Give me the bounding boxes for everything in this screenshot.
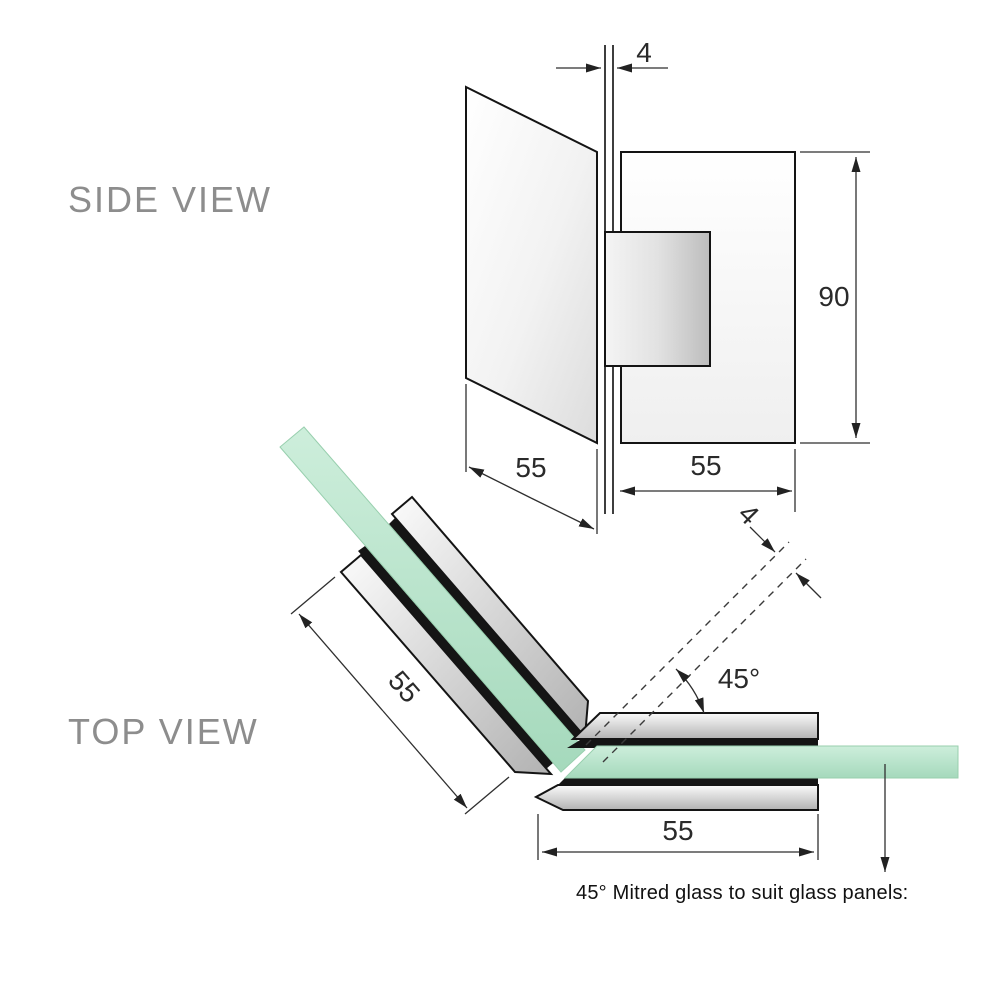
side-view-label: SIDE VIEW	[68, 179, 272, 220]
dim-arrow-line	[530, 497, 595, 530]
horizontal-glass-panel	[563, 745, 959, 779]
dim-value-glass-width: 55	[515, 452, 546, 483]
dim-value-plate-width: 55	[690, 450, 721, 481]
horizontal-lower-clamp-plate	[533, 784, 819, 811]
side-dim-glass-thickness: 4	[556, 37, 668, 73]
side-dim-plate-height: 90	[800, 151, 870, 444]
dim-arrow-line	[749, 526, 776, 553]
dim-extension-line	[290, 576, 336, 615]
diagonal-upper-gasket	[389, 518, 582, 739]
dim-arrow-line	[298, 613, 384, 712]
dim-extension-line	[464, 776, 510, 815]
dim-arrow-line	[382, 710, 468, 809]
dim-value-angle: 45°	[718, 663, 760, 694]
side-glass-panel	[465, 85, 598, 445]
dim-value-glass-thickness: 4	[636, 37, 652, 68]
dim-arrow-line	[468, 466, 532, 499]
top-dim-glass-thickness: 4	[732, 498, 822, 599]
side-view: SIDE VIEW 4 90 55	[68, 37, 870, 534]
diagonal-glass-panel	[279, 426, 586, 773]
top-dim-angle: 45°	[675, 663, 760, 714]
diagonal-upper-clamp-plate	[390, 495, 590, 740]
dim-value-glass-thickness: 4	[732, 498, 765, 531]
dim-arrow-line	[795, 572, 822, 599]
side-dim-plate-width: 55	[620, 449, 796, 512]
diagonal-lower-clamp-plate	[339, 553, 554, 776]
side-dim-glass-width: 55	[465, 384, 598, 534]
dim-value-clamp-diagonal: 55	[382, 665, 426, 709]
mitre-extension-dashed-line	[602, 558, 807, 763]
top-view: TOP VIEW 4 45°	[68, 426, 959, 904]
diagonal-lower-gasket	[358, 546, 553, 769]
mitre-extension-dashed-line	[585, 541, 790, 746]
dim-value-plate-height: 90	[818, 281, 849, 312]
top-view-label: TOP VIEW	[68, 711, 259, 752]
mitred-glass-note: 45° Mitred glass to suit glass panels:	[576, 882, 908, 904]
top-dim-clamp-horizontal: 55	[537, 814, 819, 860]
horizontal-upper-clamp-plate	[570, 712, 819, 740]
dim-value-clamp-horizontal: 55	[662, 815, 693, 846]
angle-arc	[675, 668, 705, 714]
hinge-knuckle	[604, 231, 711, 367]
